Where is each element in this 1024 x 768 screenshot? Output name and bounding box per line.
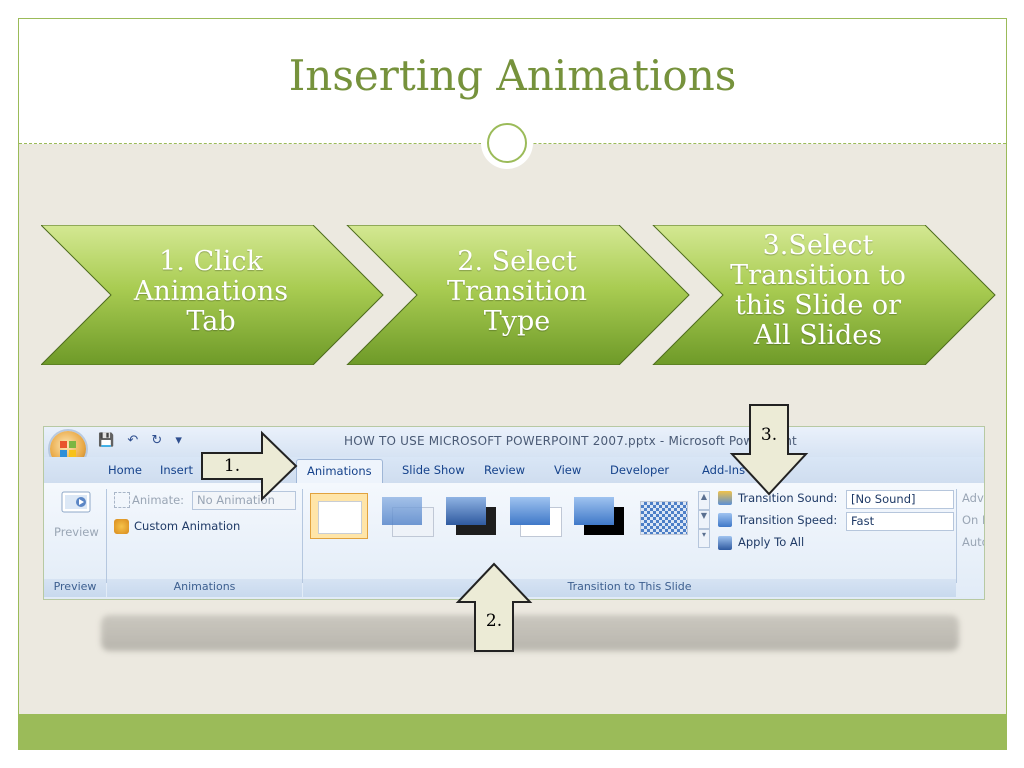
transition-cut-black-thumb[interactable] xyxy=(570,493,628,539)
document-title: HOW TO USE MICROSOFT POWERPOINT 2007.ppt… xyxy=(344,434,797,448)
tab-slide-show[interactable]: Slide Show xyxy=(402,463,465,477)
callout-label-2: 2. xyxy=(485,611,503,631)
screenshot-shadow xyxy=(101,615,959,651)
title-ornament xyxy=(481,117,533,169)
tab-review[interactable]: Review xyxy=(484,463,526,477)
apply-to-all-label: Apply To All xyxy=(738,535,805,549)
save-icon[interactable]: 💾 xyxy=(98,433,115,448)
transition-fade-thumb[interactable] xyxy=(378,493,436,539)
animate-label: Animate: xyxy=(132,493,185,507)
chevron-step-1 xyxy=(41,225,384,365)
transition-sound-label: Transition Sound: xyxy=(738,491,838,505)
custom-animation-icon xyxy=(114,519,129,534)
ribbon-body: Preview Animate: No Animation Custom Ani… xyxy=(44,483,984,599)
tab-view[interactable]: View xyxy=(554,463,582,477)
transition-speed-label: Transition Speed: xyxy=(738,513,838,527)
speed-icon xyxy=(718,513,732,527)
advance-automatically[interactable]: Automatically After xyxy=(962,535,984,549)
callout-label-1: 1. xyxy=(223,456,241,476)
tab-home[interactable]: Home xyxy=(108,463,142,477)
office-logo-icon xyxy=(60,441,76,457)
footer-bar xyxy=(18,714,1007,750)
sound-icon xyxy=(718,491,732,505)
more-icon: ▾ xyxy=(698,529,710,548)
transition-sound-dropdown[interactable]: [No Sound] xyxy=(846,490,954,509)
title-bar: 💾 ↶ ↻ ▾ HOW TO USE MICROSOFT POWERPOINT … xyxy=(44,427,984,457)
slide-title: Inserting Animations xyxy=(288,51,737,100)
undo-icon[interactable]: ↶ xyxy=(127,433,139,448)
transition-speed-dropdown[interactable]: Fast xyxy=(846,512,954,531)
customize-icon[interactable]: ▾ xyxy=(175,433,182,448)
transition-dissolve-thumb[interactable] xyxy=(636,493,694,539)
advance-label: Advance Slide xyxy=(962,491,984,505)
apply-to-all-button[interactable]: Apply To All xyxy=(718,535,828,553)
preview-button[interactable]: Preview xyxy=(50,489,102,553)
preview-group-label: Preview xyxy=(53,580,97,593)
advance-on-click[interactable]: On Mouse Click xyxy=(962,513,984,527)
transition-cut-thumb[interactable] xyxy=(506,493,564,539)
ribbon-tabs: Home Insert Design Animations Slide Show… xyxy=(44,457,984,486)
tab-insert[interactable]: Insert xyxy=(160,463,193,477)
transition-group-label: Transition to This Slide xyxy=(567,580,692,593)
callout-label-3: 3. xyxy=(760,425,778,445)
tab-developer[interactable]: Developer xyxy=(610,463,670,477)
preview-icon xyxy=(61,491,91,513)
custom-animation-button[interactable]: Custom Animation xyxy=(114,517,264,537)
scroll-down-icon: ▼ xyxy=(698,510,710,529)
gallery-scroll[interactable]: ▲ ▼ ▾ xyxy=(698,491,710,548)
tab-add-ins[interactable]: Add-Ins xyxy=(702,463,746,477)
redo-icon[interactable]: ↻ xyxy=(151,433,163,448)
chevron-step-2 xyxy=(346,225,690,365)
chevron-step-3 xyxy=(652,225,996,365)
scroll-up-icon: ▲ xyxy=(698,491,710,510)
apply-all-icon xyxy=(718,536,732,550)
animations-group-label: Animations xyxy=(173,580,236,593)
ribbon-screenshot: 💾 ↶ ↻ ▾ HOW TO USE MICROSOFT POWERPOINT … xyxy=(43,426,985,600)
quick-access-toolbar: 💾 ↶ ↻ ▾ xyxy=(98,433,191,448)
custom-animation-label: Custom Animation xyxy=(134,519,241,533)
animate-icon xyxy=(114,492,130,508)
animate-dropdown[interactable]: No Animation xyxy=(192,491,296,510)
transition-none-thumb[interactable] xyxy=(310,493,368,539)
tab-animations[interactable]: Animations xyxy=(296,459,383,486)
transition-fade-black-thumb[interactable] xyxy=(442,493,500,539)
preview-label: Preview xyxy=(54,525,99,539)
